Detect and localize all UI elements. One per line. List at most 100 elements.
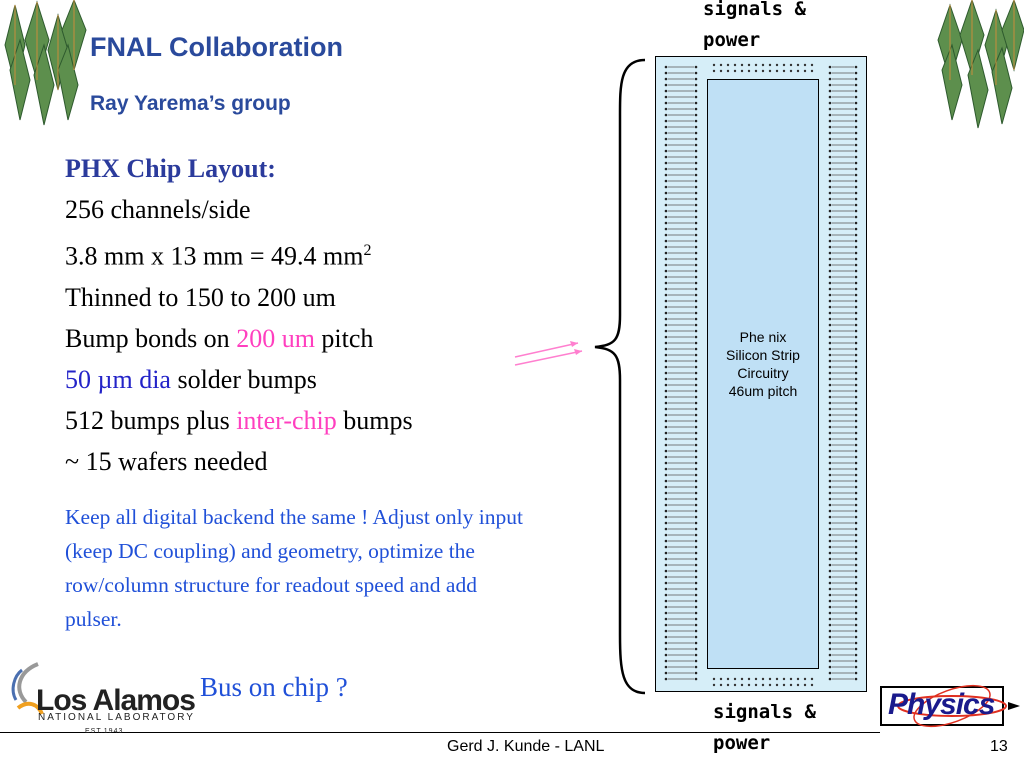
bump-pad [664,209,668,213]
bump-pad [854,635,858,639]
spec-bump-count-post: bumps [336,405,413,435]
bump-pad [664,299,668,303]
bump-pad [694,347,698,351]
bump-pad [828,413,832,417]
bump-pad [664,215,668,219]
bump-pad [694,419,698,423]
bump-pad [782,677,786,681]
bump-pad [694,395,698,399]
bump-pad [664,515,668,519]
bump-pad [694,521,698,525]
bump-pad [854,131,858,135]
bump-pad [828,437,832,441]
bump-pad [664,677,668,681]
bump-pad [775,69,779,73]
bump-pad [828,539,832,543]
bump-pad [664,341,668,345]
bump-pad [828,83,832,87]
chip-label-line-3: Circuitry [737,365,789,381]
bump-pad [828,617,832,621]
bump-pad [694,149,698,153]
bump-pad [664,149,668,153]
bump-pad [854,203,858,207]
bump-pad [828,659,832,663]
bump-pad [694,359,698,363]
bump-pad [854,299,858,303]
bump-pad [664,395,668,399]
bump-pad [664,317,668,321]
bump-pad [828,257,832,261]
bump-pad [694,509,698,513]
bump-pad [828,479,832,483]
chip-label: Phe nix Silicon Strip Circuitry 46um pit… [708,328,818,400]
bump-pad [694,155,698,159]
bump-pad [828,185,832,189]
bump-pad [789,63,793,67]
bump-pad [854,173,858,177]
bump-pad [854,293,858,297]
bump-pad [854,119,858,123]
bump-pad [694,371,698,375]
bump-pad [712,63,716,67]
bump-pad [664,89,668,93]
bump-pad [664,485,668,489]
bump-pad [775,63,779,67]
bump-pad [726,63,730,67]
bump-pad [694,227,698,231]
bump-pad [694,503,698,507]
bump-pad [712,683,716,687]
bump-pad [740,683,744,687]
bump-pad [854,623,858,627]
bottom-signal-label-line-1: signals & [713,701,816,723]
bump-pad [694,425,698,429]
bump-pad [828,521,832,525]
bump-pad [694,515,698,519]
bump-pad [854,263,858,267]
bump-pad [803,69,807,73]
bump-pad [694,239,698,243]
bump-pad [664,131,668,135]
bump-pad [828,485,832,489]
bump-pad [803,683,807,687]
bump-pad [664,365,668,369]
bump-pad [694,179,698,183]
bump-pad [828,281,832,285]
top-signal-label-line-1: signals & [703,0,806,20]
bump-pad [768,63,772,67]
bump-pad [854,197,858,201]
bump-pad [664,587,668,591]
bump-pad [694,437,698,441]
bump-pad [854,269,858,273]
bump-pad [664,197,668,201]
bump-pad [854,437,858,441]
chip-layout-heading: PHX Chip Layout: [65,154,276,183]
bump-pad [828,233,832,237]
bump-pad [733,683,737,687]
bump-pad [775,677,779,681]
bump-pad [854,383,858,387]
detector-graphic-left [4,0,87,126]
bump-pad [854,95,858,99]
bump-pad [828,647,832,651]
chip-layout-diagram [655,56,867,692]
bump-pad [664,665,668,669]
bump-pad [854,641,858,645]
bump-pad [664,83,668,87]
bump-pad [694,341,698,345]
bump-pad [854,527,858,531]
bump-pad [854,671,858,675]
bump-pad [694,497,698,501]
bump-pad [854,341,858,345]
bump-pad [810,683,814,687]
bump-pad [828,401,832,405]
bump-pad [854,227,858,231]
bump-pad [664,263,668,267]
bump-pad [664,599,668,603]
bump-pad [664,581,668,585]
bump-pad [664,527,668,531]
bump-pad [854,653,858,657]
strip-circuitry-area [707,79,819,669]
bump-pad [694,587,698,591]
bump-pad [694,401,698,405]
bump-pad [854,371,858,375]
